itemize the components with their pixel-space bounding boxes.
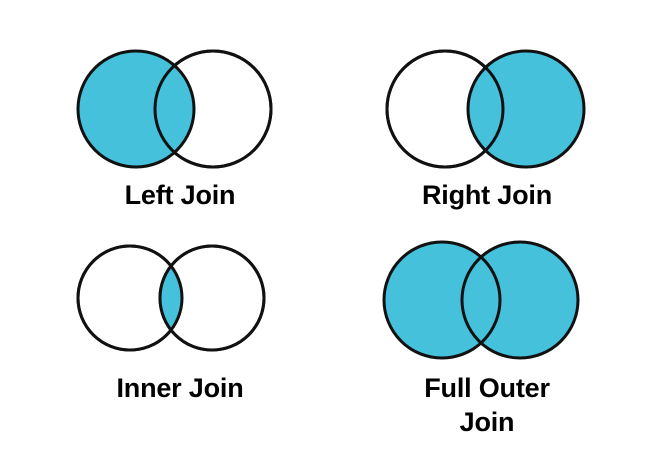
circle-left-set-outline — [382, 240, 502, 360]
venn-svg-right-join — [385, 49, 586, 169]
circle-left-set-outline — [76, 244, 184, 352]
venn-panel-inner-join — [60, 234, 300, 374]
venn-panel-full-outer-join — [367, 232, 607, 377]
venn-label-right-join: Right Join — [422, 180, 552, 210]
circle-right-set-outline — [153, 49, 273, 169]
venn-panel-left-join — [60, 40, 300, 180]
circle-right-set — [468, 51, 584, 167]
venn-svg-inner-join — [76, 244, 266, 352]
venn-label-full-outer-join: Full Outer Join — [424, 373, 550, 437]
venn-label-left-join: Left Join — [124, 180, 236, 210]
venn-svg-full-outer-join — [382, 240, 580, 360]
circle-left-set — [78, 51, 194, 167]
venn-svg-left-join — [76, 49, 273, 169]
circle-right-set-outline — [460, 240, 580, 360]
circle-right-set-outline — [158, 244, 266, 352]
venn-label-inner-join: Inner Join — [116, 373, 244, 403]
circle-right-set-outline — [466, 49, 586, 169]
circle-left-set-outline — [385, 49, 505, 169]
venn-panel-right-join — [367, 40, 607, 180]
circle-left-set-outline — [76, 49, 196, 169]
